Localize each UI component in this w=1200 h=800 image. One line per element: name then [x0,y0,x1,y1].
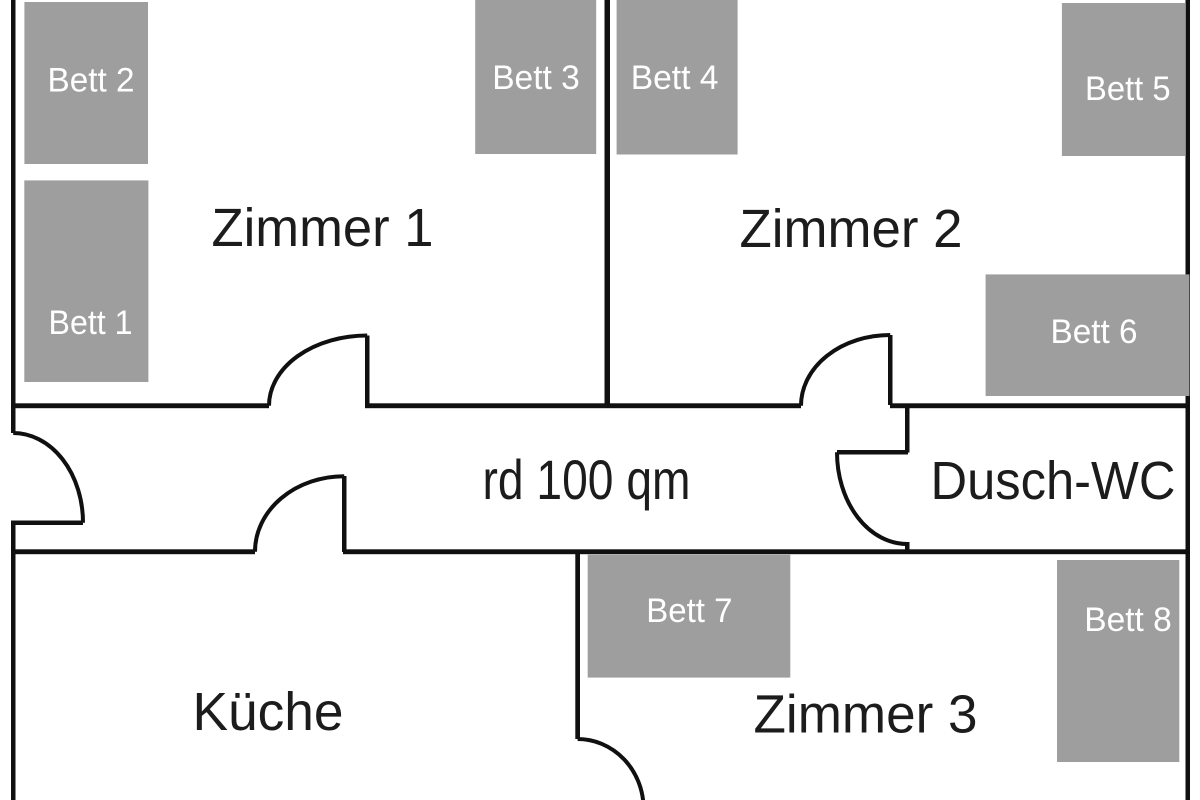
svg-text:Bett 5: Bett 5 [1085,70,1171,108]
svg-text:Bett 7: Bett 7 [646,592,732,630]
svg-text:rd 100 qm: rd 100 qm [483,448,691,511]
svg-text:Bett 3: Bett 3 [492,59,580,97]
svg-text:Küche: Küche [193,682,344,742]
svg-text:Bett 2: Bett 2 [48,62,135,100]
svg-text:Bett 8: Bett 8 [1084,601,1172,639]
svg-text:Bett 1: Bett 1 [49,304,133,342]
svg-text:Zimmer 3: Zimmer 3 [754,685,978,745]
svg-text:Zimmer 1: Zimmer 1 [212,198,434,258]
svg-text:Zimmer 2: Zimmer 2 [740,199,963,259]
svg-text:Dusch-WC: Dusch-WC [931,451,1176,511]
svg-text:Bett 4: Bett 4 [631,59,719,97]
svg-text:Bett 6: Bett 6 [1051,313,1138,351]
